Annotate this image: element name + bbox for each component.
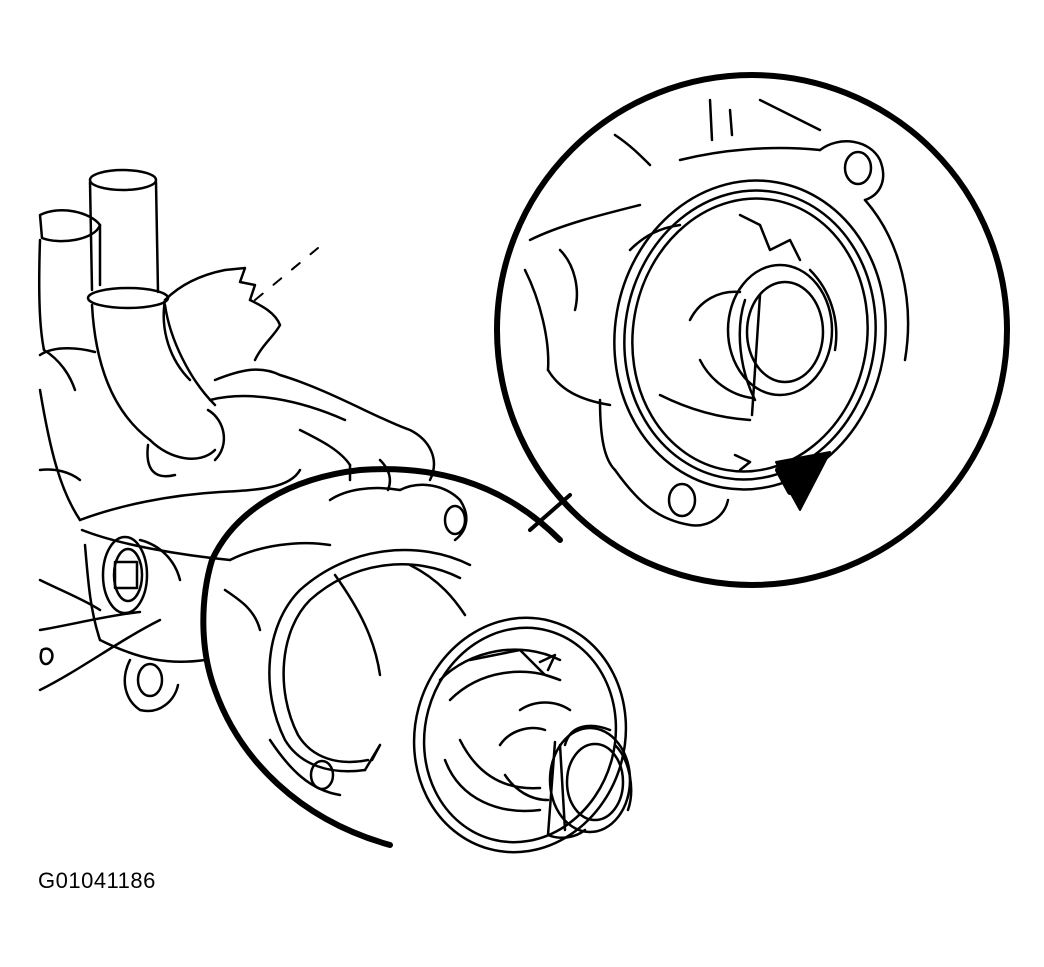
figure-id-label: G01041186	[38, 868, 156, 893]
upper-detail-circle	[494, 72, 1010, 588]
coolant-pipe	[86, 168, 226, 478]
thermostat-housing	[78, 368, 436, 713]
pointer-arrow	[775, 451, 831, 511]
retaining-tab	[162, 247, 319, 382]
lower-detail-circle	[200, 466, 563, 848]
thermostat	[412, 616, 633, 854]
engine-block-lines	[37, 209, 162, 692]
